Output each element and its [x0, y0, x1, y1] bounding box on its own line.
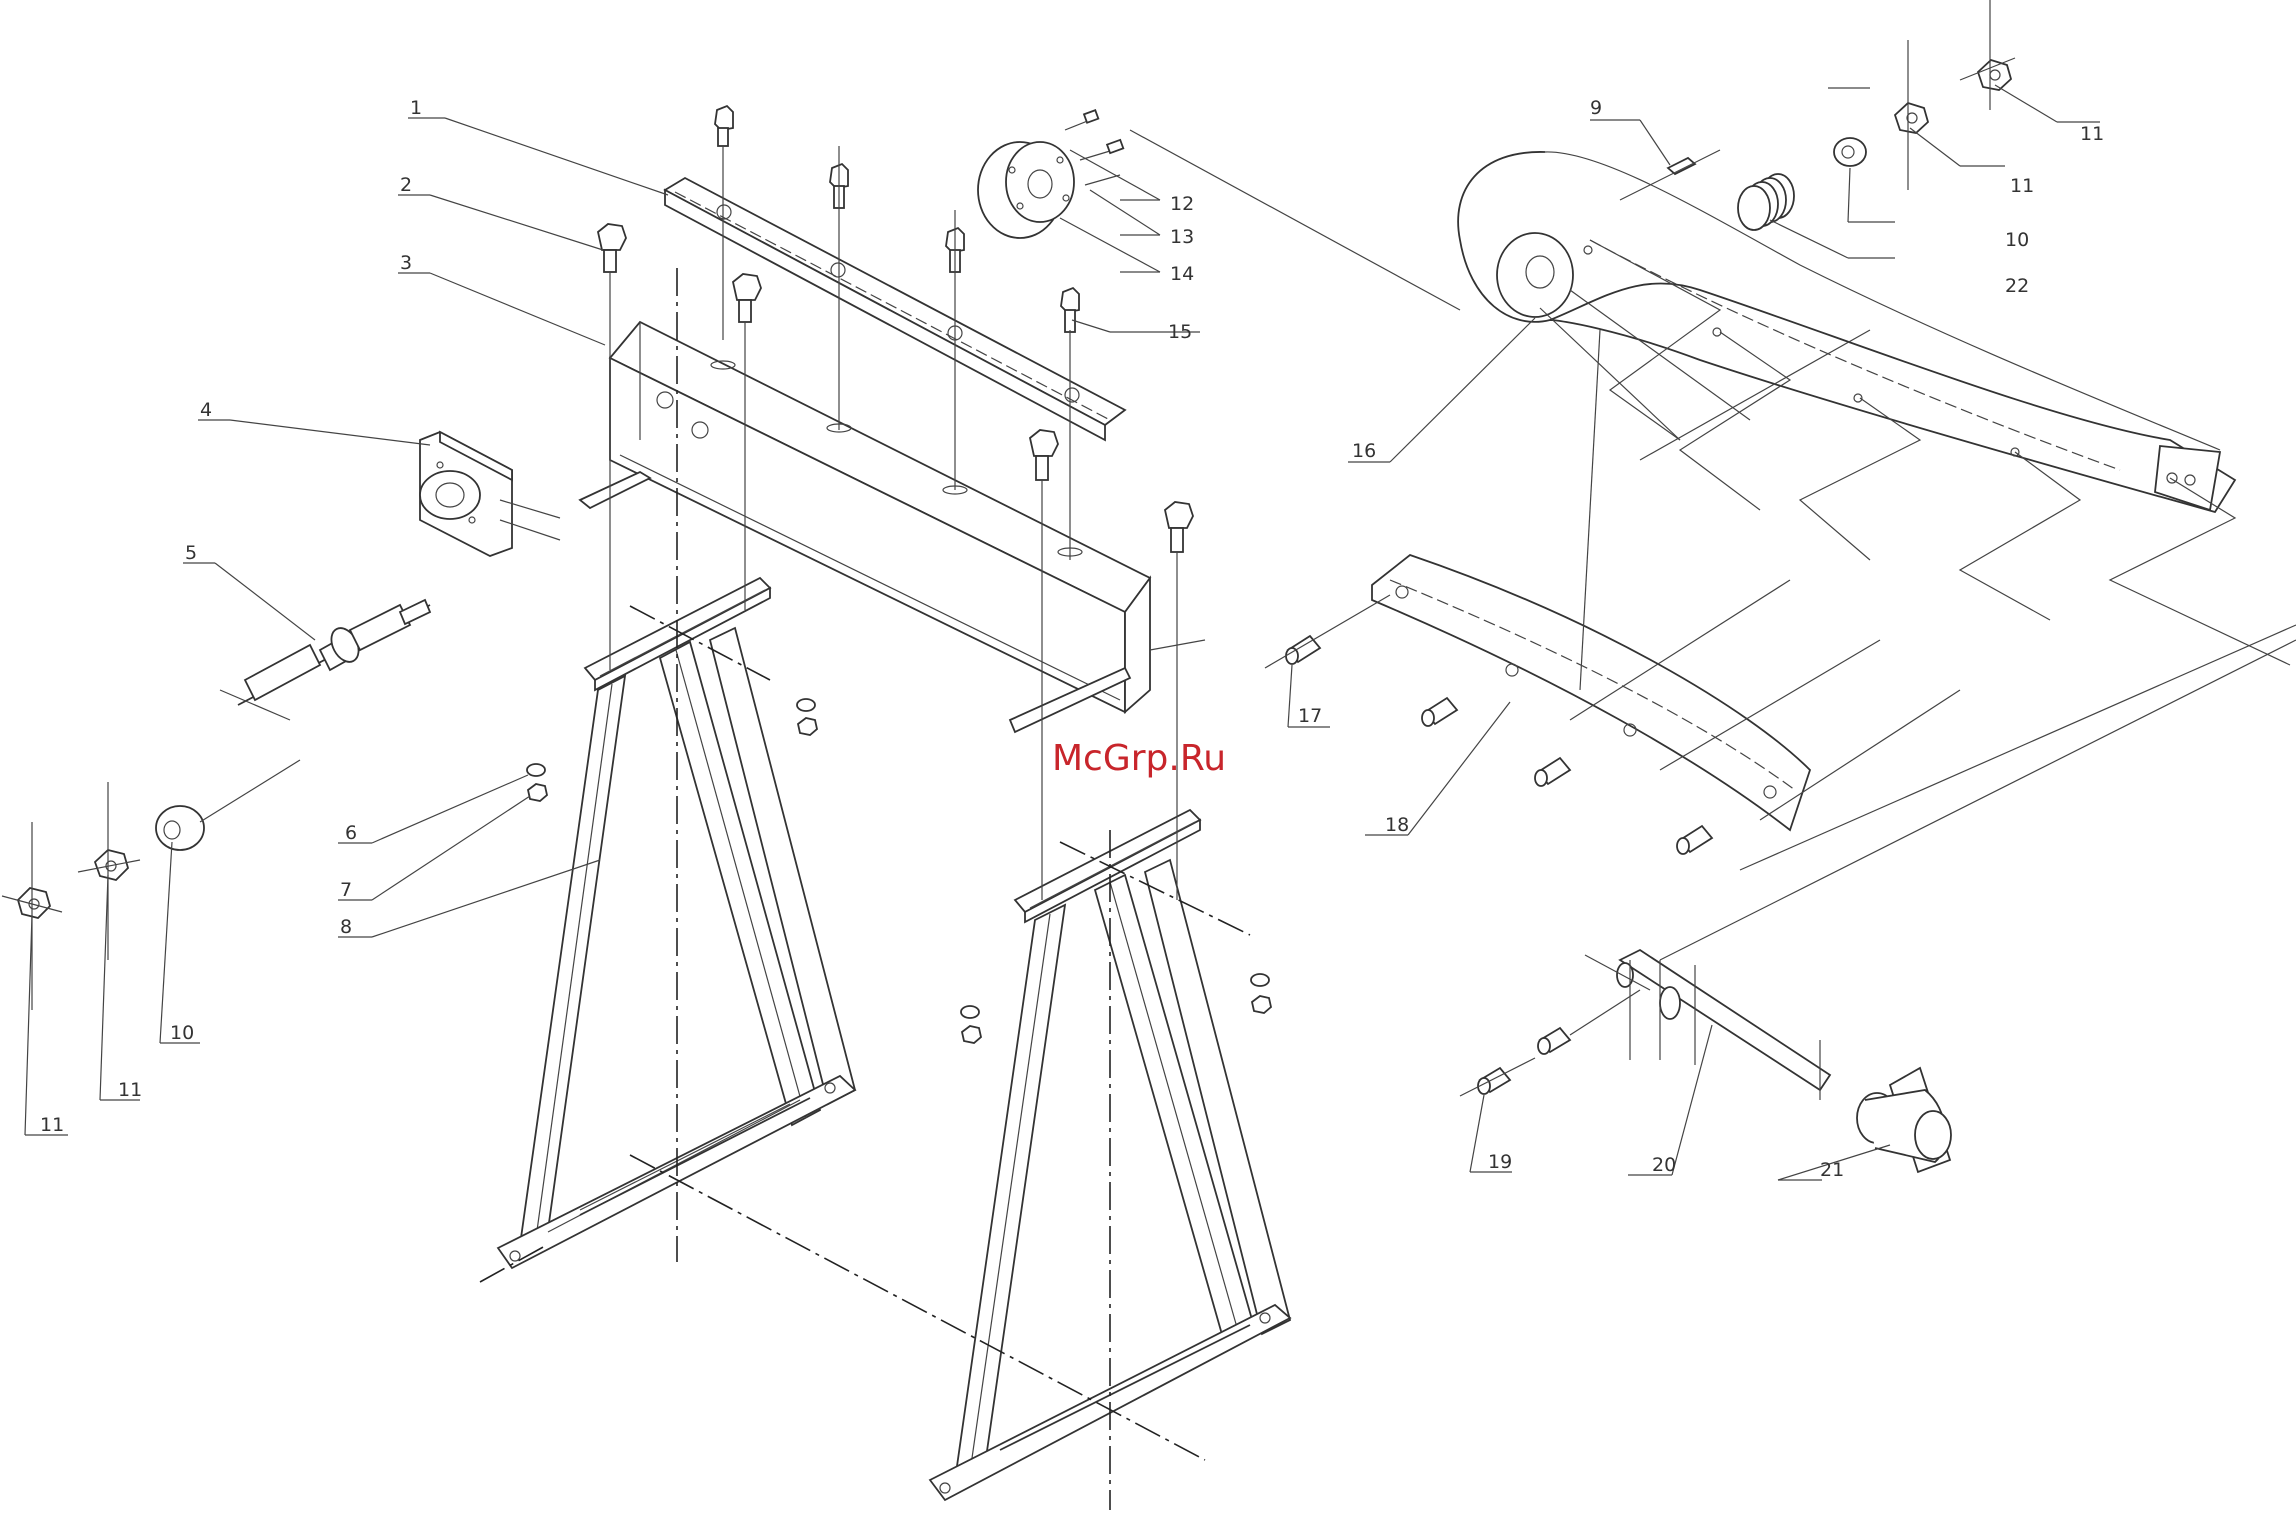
label-4: 4: [200, 399, 212, 421]
label-16: 16: [1352, 440, 1376, 462]
label-10-left: 10: [170, 1022, 194, 1044]
label-9: 9: [1590, 97, 1602, 119]
top-right-fasteners: [1620, 0, 2015, 230]
bearing-block: [420, 432, 560, 556]
label-21: 21: [1820, 1159, 1844, 1181]
label-8: 8: [340, 916, 352, 938]
label-11-left-b: 11: [40, 1114, 64, 1136]
label-6: 6: [345, 822, 357, 844]
label-5: 5: [185, 542, 197, 564]
label-1: 1: [410, 97, 422, 119]
label-11-left-a: 11: [118, 1079, 142, 1101]
curved-arm-upper: [1458, 152, 2235, 512]
label-17: 17: [1298, 705, 1322, 727]
shaft: [220, 600, 430, 720]
left-fasteners: [2, 760, 300, 1010]
watermark-text: McGrp.Ru: [1052, 738, 1226, 779]
label-15: 15: [1168, 321, 1192, 343]
label-18: 18: [1385, 814, 1409, 836]
label-22: 22: [2005, 275, 2029, 297]
label-20: 20: [1652, 1154, 1676, 1176]
label-13: 13: [1170, 226, 1194, 248]
curved-arm-lower: [1372, 555, 1810, 830]
roller-lines: [1130, 130, 2296, 960]
label-2: 2: [400, 174, 412, 196]
label-11-right-a: 11: [2010, 175, 2034, 197]
label-10-right: 10: [2005, 229, 2029, 251]
label-3: 3: [400, 252, 412, 274]
label-12: 12: [1170, 193, 1194, 215]
label-7: 7: [340, 879, 352, 901]
flange-assembly: [978, 110, 1123, 238]
label-14: 14: [1170, 263, 1194, 285]
label-19: 19: [1488, 1151, 1512, 1173]
label-11-right-b: 11: [2080, 123, 2104, 145]
handle-shaft: [1585, 950, 1951, 1172]
